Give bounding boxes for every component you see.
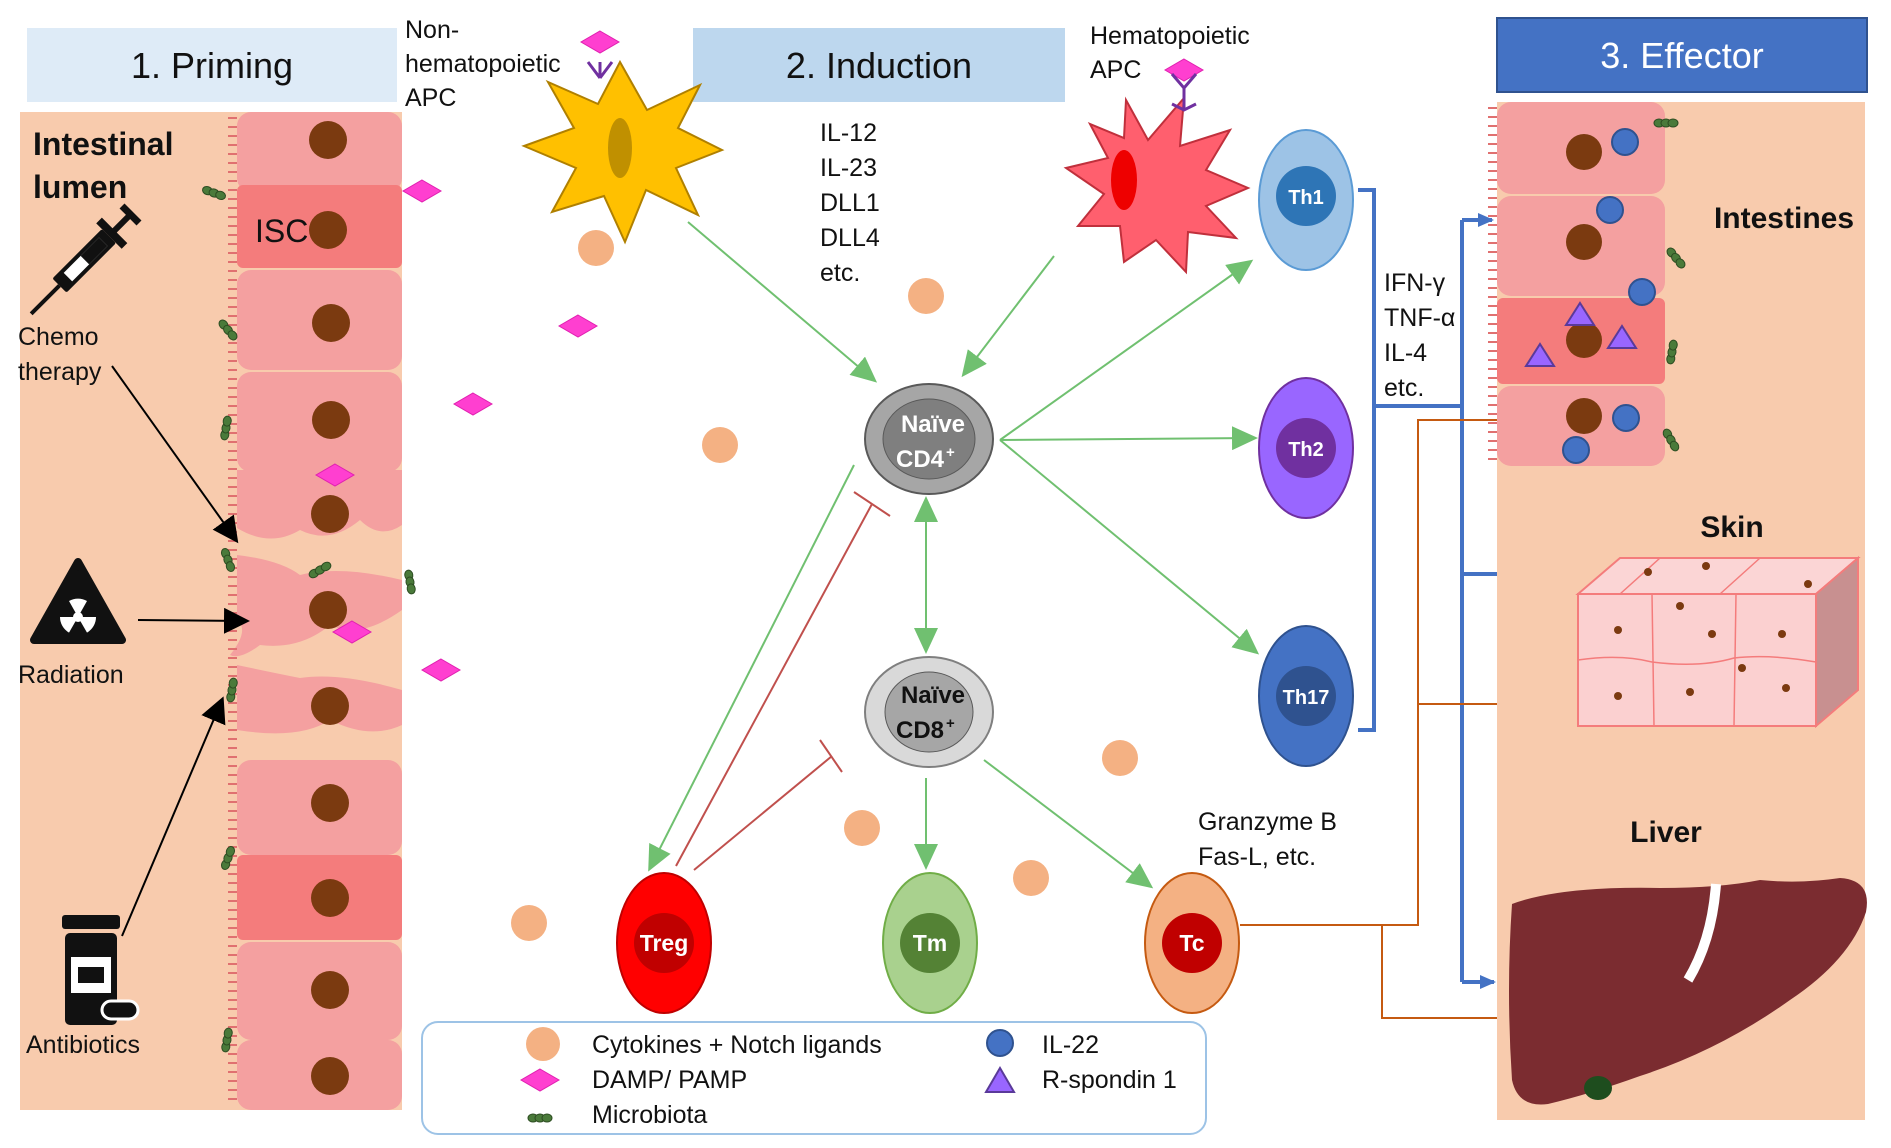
il22-dots — [1562, 128, 1656, 464]
cytokine-dots — [511, 230, 1138, 941]
treg-cell — [616, 872, 712, 1014]
mediator-fas-l: Fas-L, etc. — [1198, 843, 1316, 871]
legend-rspondin-icon — [984, 1066, 1016, 1093]
radiation-label: Radiation — [18, 661, 124, 689]
skin-block — [1575, 555, 1861, 729]
pill-bottle-icon — [62, 915, 140, 1025]
signal-etc: etc. — [820, 259, 860, 287]
induction-header: 2. Induction — [786, 45, 972, 86]
intestines-label: Intestines — [1714, 202, 1854, 235]
th17-label: Th17 — [1283, 687, 1330, 709]
non-hematopoietic-apc-line2: hematopoietic — [405, 50, 561, 78]
naive-cd4-cell — [864, 383, 994, 495]
r-spondin-triangles — [1524, 301, 1638, 367]
chemotherapy-arrow — [111, 365, 239, 544]
intestine-nuclei — [1566, 134, 1602, 434]
syringe-icon — [29, 203, 142, 316]
cytokine-tnf-alpha: TNF-α — [1384, 304, 1455, 332]
legend-cytokines-label: Cytokines + Notch ligands — [592, 1031, 882, 1059]
legend-damp-label: DAMP/ PAMP — [592, 1066, 747, 1094]
tm-cell — [882, 872, 978, 1014]
th2-cell — [1258, 377, 1354, 519]
tc-label: Tc — [1179, 930, 1204, 956]
radiation-icon — [30, 558, 126, 644]
brush-border — [228, 117, 237, 1100]
epithelial-nuclei — [309, 121, 350, 1095]
tm-label: Tm — [913, 930, 948, 956]
non-hematopoietic-apc-line1: Non- — [405, 16, 459, 44]
cytokine-etc: etc. — [1384, 374, 1424, 402]
th1-label: Th1 — [1288, 187, 1324, 209]
hematopoietic-apc-line1: Hematopoietic — [1090, 22, 1250, 50]
signal-il12: IL-12 — [820, 119, 877, 147]
legend-microbiota-icon — [527, 1113, 553, 1123]
legend-il22-icon — [986, 1029, 1014, 1057]
induction-arrows — [648, 221, 1260, 889]
intestine-brush-border — [1488, 107, 1497, 460]
legend-rspondin-label: R-spondin 1 — [1042, 1066, 1177, 1094]
antibiotics-label: Antibiotics — [26, 1031, 140, 1059]
naive-cd8-cell — [864, 656, 994, 768]
signal-il23: IL-23 — [820, 154, 877, 182]
effector-header-box — [1496, 17, 1868, 93]
cytokine-il4: IL-4 — [1384, 339, 1427, 367]
hematopoietic-apc-cell — [1063, 73, 1251, 275]
non-hematopoietic-apc-line3: APC — [405, 84, 456, 112]
isc-label: ISC — [255, 213, 308, 249]
treg-label: Treg — [640, 930, 689, 956]
treg-inhibition-lines — [675, 491, 891, 871]
signal-dll1: DLL1 — [820, 189, 880, 217]
mediator-granzyme-b: Granzyme B — [1198, 808, 1337, 836]
chemotherapy-label-line1: Chemo — [18, 323, 99, 351]
naive-cd8-label-line2: CD8 — [896, 717, 944, 744]
legend-il22-label: IL-22 — [1042, 1031, 1099, 1059]
naive-cd4-superscript: + — [946, 444, 955, 461]
chemotherapy-label-line2: therapy — [18, 358, 102, 386]
liver-organ — [1509, 878, 1867, 1105]
naive-cd4-label-line1: Naïve — [901, 411, 965, 438]
antibiotics-arrow — [121, 696, 226, 937]
naive-cd4-label-line2: CD4 — [896, 446, 945, 473]
lumen-title-line1: Intestinal — [33, 126, 173, 162]
effector-header: 3. Effector — [1600, 35, 1763, 76]
signal-dll4: DLL4 — [820, 224, 880, 252]
legend-microbiota-label: Microbiota — [592, 1101, 707, 1129]
naive-cd8-label-line1: Naïve — [901, 682, 965, 709]
priming-header: 1. Priming — [131, 45, 293, 86]
priming-header-box — [27, 28, 397, 102]
hematopoietic-apc-line2: APC — [1090, 56, 1141, 84]
legend-cytokine-icon — [526, 1027, 560, 1061]
th17-cell — [1258, 625, 1354, 767]
radiation-arrow — [137, 607, 250, 634]
non-hematopoietic-apc-cell — [521, 59, 725, 245]
liver-label: Liver — [1630, 816, 1702, 849]
naive-cd8-superscript: + — [946, 715, 955, 732]
th-cytokine-bracket — [1358, 188, 1376, 732]
lumen-title-line2: lumen — [33, 169, 127, 205]
tc-cell — [1144, 872, 1240, 1014]
th1-cell — [1258, 129, 1354, 271]
induction-header-box — [693, 28, 1065, 102]
skin-label: Skin — [1700, 511, 1763, 544]
damp-pamp-scatter — [315, 30, 1702, 1040]
th2-label: Th2 — [1288, 439, 1324, 461]
cytokine-ifn-gamma: IFN-γ — [1384, 269, 1446, 297]
